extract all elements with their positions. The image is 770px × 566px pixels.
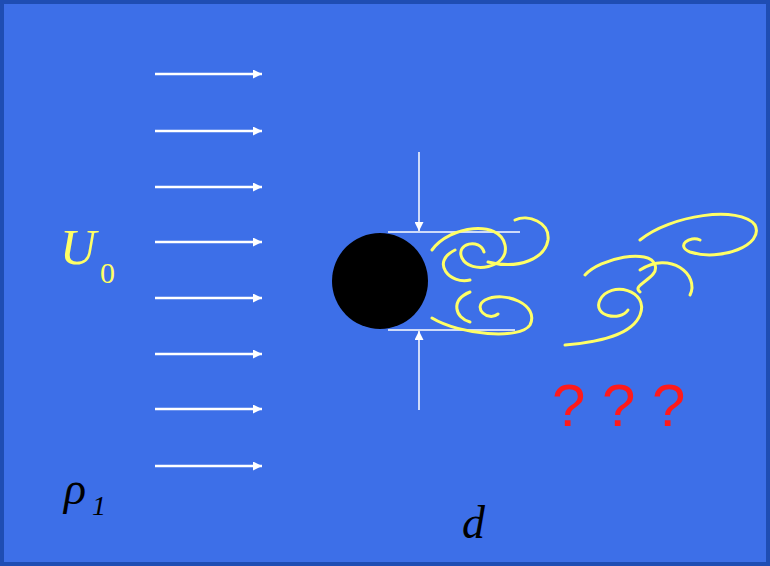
flow-arrow: [155, 297, 262, 300]
flow-arrows: [155, 74, 262, 466]
cylinder: [332, 233, 428, 329]
density-symbol: ρ: [64, 466, 86, 512]
flow-arrow: [155, 130, 262, 133]
velocity-symbol: U: [60, 222, 96, 272]
velocity-subscript: 0: [100, 258, 115, 288]
flow-arrow: [155, 465, 262, 468]
wake-vortices: [432, 214, 756, 345]
flow-arrow: [155, 73, 262, 76]
question-marks: ? ? ?: [552, 376, 685, 436]
flow-arrow: [155, 186, 262, 189]
flow-arrow: [155, 241, 262, 244]
dimension-lines: [388, 152, 520, 410]
diameter-label: d: [462, 500, 485, 546]
density-subscript: 1: [92, 492, 106, 520]
flow-arrow: [155, 353, 262, 356]
flow-arrow: [155, 408, 262, 411]
